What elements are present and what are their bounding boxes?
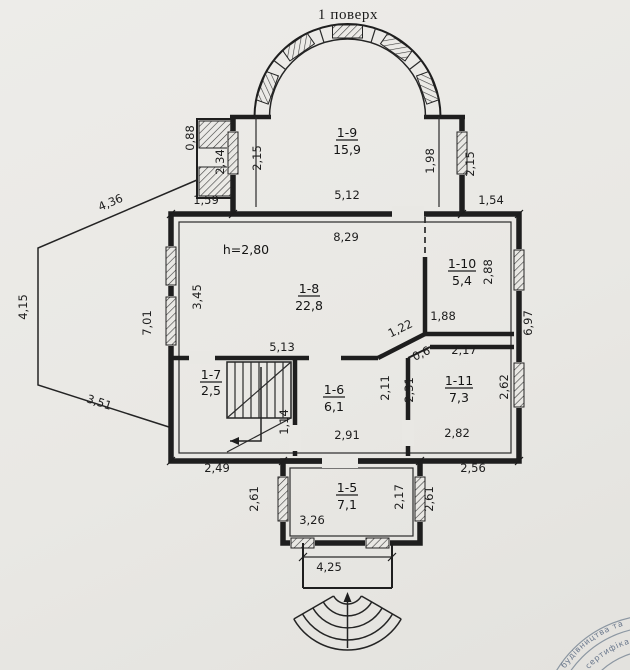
arch-window — [281, 32, 316, 62]
dim-1-54: 1,54 — [478, 193, 504, 207]
room-1-7-area: 2,5 — [201, 383, 221, 398]
dim-4-15: 4,15 — [16, 294, 30, 320]
room-1-11-area: 7,3 — [449, 390, 469, 405]
flue-hatch — [198, 166, 232, 197]
door-opening — [309, 351, 341, 364]
dim-2-31: 2,31 — [402, 377, 416, 403]
arch-window — [415, 70, 440, 105]
terrace-outline — [37, 179, 198, 429]
window — [414, 476, 426, 522]
window — [513, 362, 525, 408]
dim-2-82: 2,82 — [444, 426, 470, 440]
dim-2-15-b: 2,15 — [463, 151, 477, 177]
room-1-6-id: 1-6 — [324, 382, 344, 397]
door-opening — [402, 420, 414, 446]
dim-5-12: 5,12 — [334, 188, 360, 202]
dim-2-34: 2,34 — [213, 149, 227, 175]
dim-7-01: 7,01 — [140, 310, 154, 336]
flue-block — [196, 118, 234, 199]
room-1-10-area: 5,4 — [452, 273, 472, 288]
arch-window — [379, 32, 414, 62]
flue-hatch — [198, 120, 232, 149]
dim-2-17-b: 2,17 — [392, 484, 406, 510]
dim-3-51: 3,51 — [85, 392, 114, 413]
dim-2-56: 2,56 — [460, 461, 486, 475]
dim-2-88: 2,88 — [481, 259, 495, 285]
windows — [165, 131, 525, 549]
door-opening — [289, 425, 301, 451]
dim-4-36: 4,36 — [96, 191, 125, 214]
dim-1-59: 1,59 — [193, 193, 219, 207]
dim-0-6: 0,6 — [410, 343, 433, 364]
room-1-9-id: 1-9 — [337, 125, 357, 140]
entry-steps — [293, 543, 402, 651]
dim-2-17-a: 2,17 — [451, 343, 477, 357]
room-1-5-id: 1-5 — [337, 480, 357, 495]
room-1-11-id: 1-11 — [445, 373, 473, 388]
dim-8-29: 8,29 — [333, 230, 359, 244]
room-1-5-area: 7,1 — [337, 497, 357, 512]
window — [365, 537, 390, 549]
dimension-labels: 0,88 2,34 2,15 1,98 2,15 4,36 1,59 5,12 … — [16, 125, 535, 574]
dim-2-61-a: 2,61 — [247, 486, 261, 512]
dim-2-49: 2,49 — [204, 461, 230, 475]
room-1-8-area: 22,8 — [295, 298, 323, 313]
steps-arrowhead — [343, 592, 352, 602]
door-opening — [189, 351, 215, 364]
dim-2-61-b: 2,61 — [422, 486, 436, 512]
window — [277, 476, 289, 522]
dim-5-13: 5,13 — [269, 340, 295, 354]
dim-1-14: 1,14 — [277, 409, 291, 435]
arched-bay — [253, 23, 442, 118]
dim-6-97: 6,97 — [521, 310, 535, 336]
room-1-9-area: 15,9 — [333, 142, 361, 157]
staircase — [226, 361, 292, 453]
window — [165, 296, 177, 346]
door-openings — [189, 206, 424, 468]
room-labels: 1-9 15,9 1-8 22,8 1-10 5,4 1-7 2,5 1-6 6… — [200, 125, 476, 512]
dim-1-22: 1,22 — [386, 317, 415, 341]
room-1-10-id: 1-10 — [448, 256, 476, 271]
window — [456, 131, 468, 175]
dim-4-25: 4,25 — [316, 560, 342, 574]
dim-0-88: 0,88 — [183, 125, 197, 151]
room-1-7-id: 1-7 — [201, 367, 221, 382]
arch-window — [255, 70, 280, 105]
window — [513, 249, 525, 291]
dim-2-15-a: 2,15 — [250, 145, 264, 171]
dim-3-45: 3,45 — [190, 284, 204, 310]
dim-1-98: 1,98 — [423, 148, 437, 174]
door-opening — [322, 454, 358, 468]
dim-1-88: 1,88 — [430, 309, 456, 323]
stair-arrowhead — [230, 437, 239, 445]
arch-window — [332, 24, 363, 39]
window — [165, 246, 177, 286]
room-1-6-area: 6,1 — [324, 399, 344, 414]
dimension-ticks — [166, 209, 524, 562]
window — [227, 131, 239, 175]
dim-2-91: 2,91 — [334, 428, 360, 442]
ceiling-height-label: h=2,80 — [223, 242, 269, 257]
dim-3-26: 3,26 — [299, 513, 325, 527]
room-1-8-id: 1-8 — [299, 281, 319, 296]
dim-2-62: 2,62 — [497, 374, 511, 400]
dim-2-11: 2,11 — [378, 375, 392, 401]
page-title: 1 поверх — [318, 7, 378, 23]
door-opening — [392, 206, 424, 221]
stair-direction-arrow — [230, 367, 262, 442]
